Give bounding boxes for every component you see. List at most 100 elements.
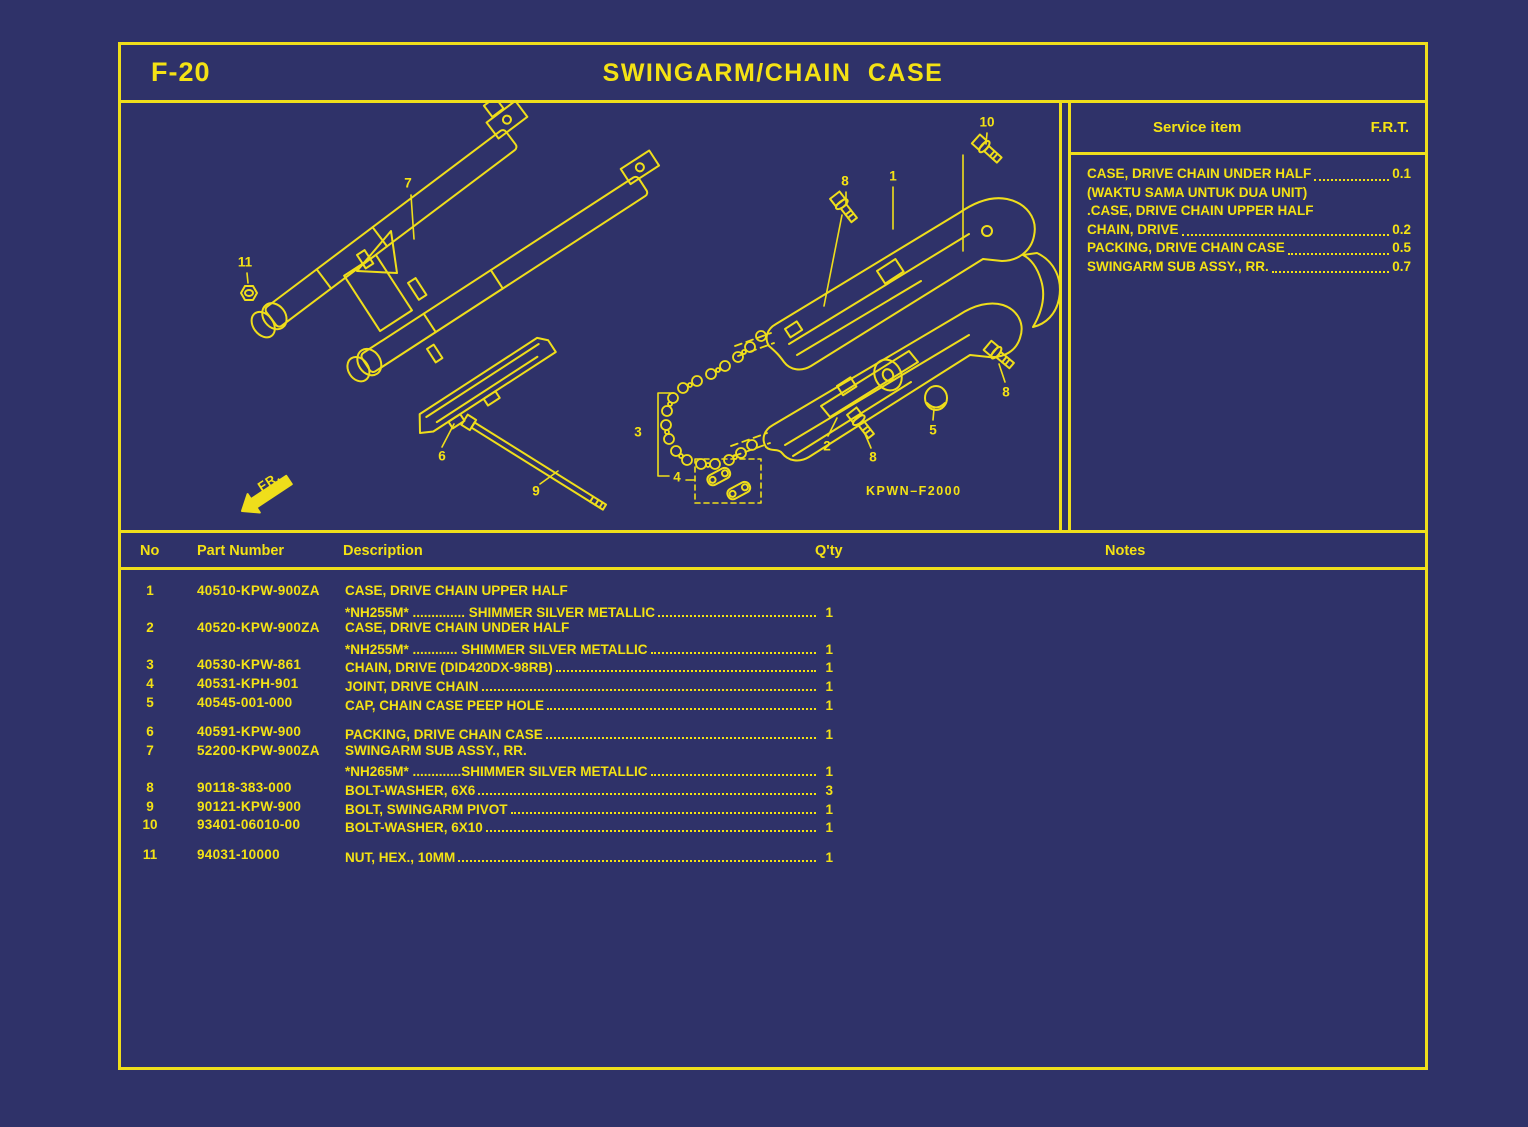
service-item-text: CASE, DRIVE CHAIN UNDER HALF: [1087, 166, 1312, 181]
service-item-frt-value: 0.7: [1392, 258, 1411, 274]
part-qty: 1: [825, 801, 833, 817]
service-item-title: Service item: [1153, 119, 1242, 136]
part-description-cell: CASE, DRIVE CHAIN UPPER HALF: [345, 583, 833, 598]
callout-number: 2: [823, 438, 831, 454]
part-qty: 1: [825, 764, 833, 780]
part-description-text: JOINT, DRIVE CHAIN: [345, 678, 479, 694]
part-description-cell: *NH255M* .............. SHIMMER SILVER M…: [345, 602, 833, 620]
dotted-leader: [650, 761, 816, 777]
part-description-cell: *NH255M* ............ SHIMMER SILVER MET…: [345, 639, 833, 657]
leader-lines: [246, 132, 1006, 485]
part-description-text: *NH255M* .............. SHIMMER SILVER M…: [345, 604, 656, 620]
part-description-text: CASE, DRIVE CHAIN UPPER HALF: [345, 583, 568, 598]
part-number: 40510-KPW-900ZA: [197, 583, 320, 598]
dotted-leader: [650, 639, 816, 654]
part-description-text: BOLT, SWINGARM PIVOT: [345, 801, 508, 817]
parts-table-line: 2 40520-KPW-900ZA CASE, DRIVE CHAIN UNDER …: [121, 620, 1425, 639]
part-description-text: SWINGARM SUB ASSY., RR.: [345, 742, 527, 758]
dotted-leader: [547, 695, 816, 710]
hub-cover-illustration: [1022, 252, 1059, 328]
part-description-text: CHAIN, DRIVE (DID420DX-98RB): [345, 660, 553, 676]
callout-number: 8: [869, 449, 877, 465]
chain-case-under-illustration: [762, 302, 1023, 462]
dotted-leader: [478, 780, 816, 795]
service-item-panel: Service item F.R.T. CASE, DRIVE CHAIN UN…: [1068, 103, 1425, 530]
frt-column-title: F.R.T.: [1370, 119, 1409, 136]
page-title: SWINGARM/CHAIN CASE: [602, 59, 944, 87]
bolt-illustrations: [829, 133, 1015, 440]
callout-number: 4: [673, 469, 681, 485]
fr-arrow: [241, 474, 293, 514]
parts-table-line: 3 40530-KPW-861 CHAIN, DRIVE (DID420DX-98R…: [121, 657, 1425, 676]
dotted-leader: [510, 799, 816, 814]
part-no: 7: [146, 742, 154, 758]
service-item-line: .CASE, DRIVE CHAIN UPPER HALF: [1087, 202, 1411, 221]
page-header: F-20 SWINGARM/CHAIN CASE: [121, 45, 1425, 103]
swingarm-illustration: [250, 103, 661, 383]
part-no: 8: [146, 779, 154, 795]
service-item-text: .CASE, DRIVE CHAIN UPPER HALF: [1087, 203, 1314, 218]
part-number: 90118-383-000: [197, 779, 292, 795]
chain-case-upper-illustration: [765, 197, 1036, 371]
part-description-cell: *NH265M* .............SHIMMER SILVER MET…: [345, 761, 833, 779]
dotted-leader: [1271, 258, 1390, 273]
peep-hole-cap-illustration: [924, 385, 948, 411]
callout-number: 11: [237, 254, 253, 270]
service-item-list: CASE, DRIVE CHAIN UNDER HALF 0.1 (WAKTU SA…: [1087, 165, 1411, 276]
part-qty: 1: [825, 678, 833, 694]
callout-number: 8: [841, 173, 849, 189]
service-item-frt-value: 0.1: [1392, 166, 1411, 181]
dotted-leader: [555, 657, 816, 673]
part-no: 4: [146, 675, 154, 691]
nut-illustration: [240, 285, 258, 301]
part-description-cell: CASE, DRIVE CHAIN UNDER HALF: [345, 620, 833, 635]
page-code: F-20: [151, 57, 211, 87]
part-qty: 1: [825, 660, 833, 676]
part-number: 40530-KPW-861: [197, 657, 302, 673]
part-qty: 1: [825, 641, 833, 657]
callout-number: 6: [438, 448, 446, 464]
part-description-text: CASE, DRIVE CHAIN UNDER HALF: [345, 620, 570, 636]
part-no: 11: [142, 846, 158, 862]
part-number: 93401-06010-00: [197, 817, 301, 833]
parts-table-body: 1 40510-KPW-900ZA CASE, DRIVE CHAIN UPPER …: [121, 570, 1425, 1067]
part-no: 3: [146, 657, 154, 673]
part-number: 40520-KPW-900ZA: [197, 620, 320, 636]
part-qty: 1: [825, 820, 833, 836]
part-no: 1: [146, 583, 154, 598]
part-number: 40545-001-000: [197, 694, 293, 710]
service-item-frt-value: 0.5: [1392, 240, 1411, 255]
service-item-line: CASE, DRIVE CHAIN UNDER HALF 0.1: [1087, 165, 1411, 184]
callout-number: 7: [404, 175, 412, 191]
service-item-text: (WAKTU SAMA UNTUK DUA UNIT): [1087, 184, 1308, 200]
callout-number: 8: [1002, 384, 1010, 400]
part-description-text: CAP, CHAIN CASE PEEP HOLE: [345, 697, 545, 713]
callout-number: 3: [634, 424, 642, 440]
parts-table-line: *NH265M* .............SHIMMER SILVER MET…: [121, 761, 1425, 780]
dotted-leader: [1287, 240, 1390, 255]
part-no: 10: [142, 817, 158, 833]
chain-joint-illustration: [694, 458, 762, 504]
part-no: 6: [146, 724, 154, 740]
part-description-cell: CHAIN, DRIVE (DID420DX-98RB) 1: [345, 657, 833, 675]
parts-table-line: *NH255M* ............ SHIMMER SILVER MET…: [121, 639, 1425, 658]
part-no: 2: [146, 620, 154, 636]
service-panel-header: Service item F.R.T.: [1071, 103, 1425, 155]
page-frame: F-20 SWINGARM/CHAIN CASE: [118, 42, 1428, 1070]
col-header-qty: Q'ty: [815, 543, 843, 559]
parts-table-header: No Part Number Description Q'ty Notes: [121, 530, 1425, 570]
